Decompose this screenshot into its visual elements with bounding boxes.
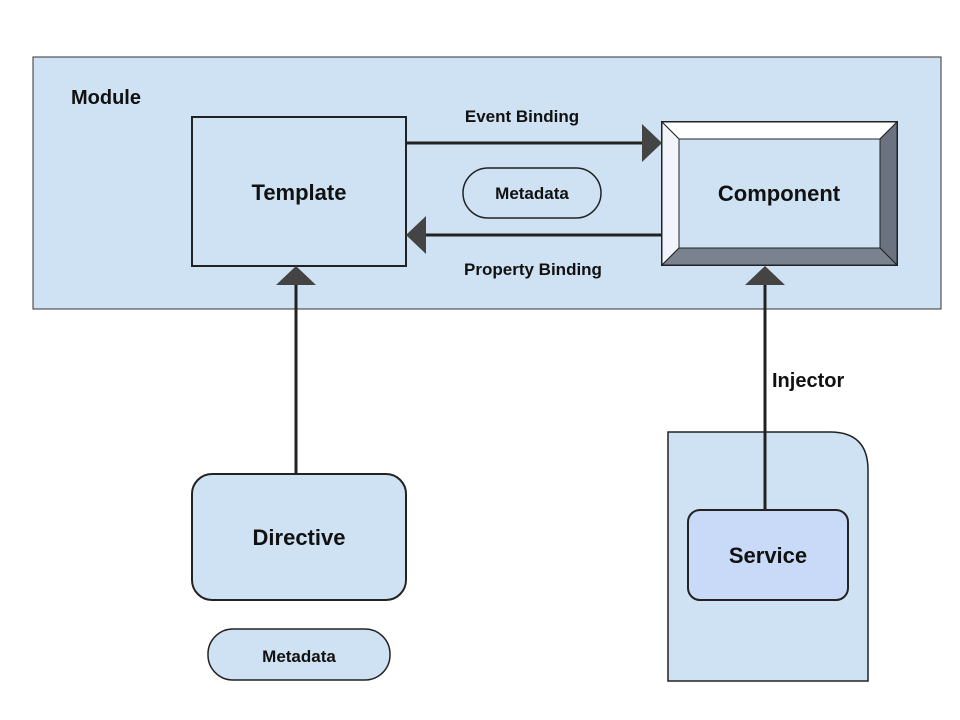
- property-binding-label: Property Binding: [464, 260, 602, 279]
- module-label: Module: [71, 87, 141, 109]
- service-box: [687, 509, 849, 601]
- injector-label: Injector: [772, 370, 844, 392]
- metadata-pill-top: [462, 167, 602, 219]
- component-box: [660, 120, 899, 267]
- service-label: Service: [729, 543, 807, 568]
- metadata-pill-bottom: [207, 628, 391, 681]
- template-box: [191, 116, 407, 267]
- directive-to-template-arrow: [276, 266, 316, 474]
- template-label: Template: [252, 180, 347, 205]
- event-binding-label: Event Binding: [465, 107, 579, 126]
- service-to-component-arrow: [745, 266, 785, 510]
- directive-label: Directive: [253, 525, 346, 550]
- metadata-label-bottom: Metadata: [262, 647, 336, 666]
- event-binding-arrow: [406, 124, 662, 162]
- property-binding-arrow: [406, 216, 662, 254]
- component-label: Component: [718, 181, 841, 206]
- directive-box: [191, 473, 407, 601]
- metadata-label-top: Metadata: [495, 184, 569, 203]
